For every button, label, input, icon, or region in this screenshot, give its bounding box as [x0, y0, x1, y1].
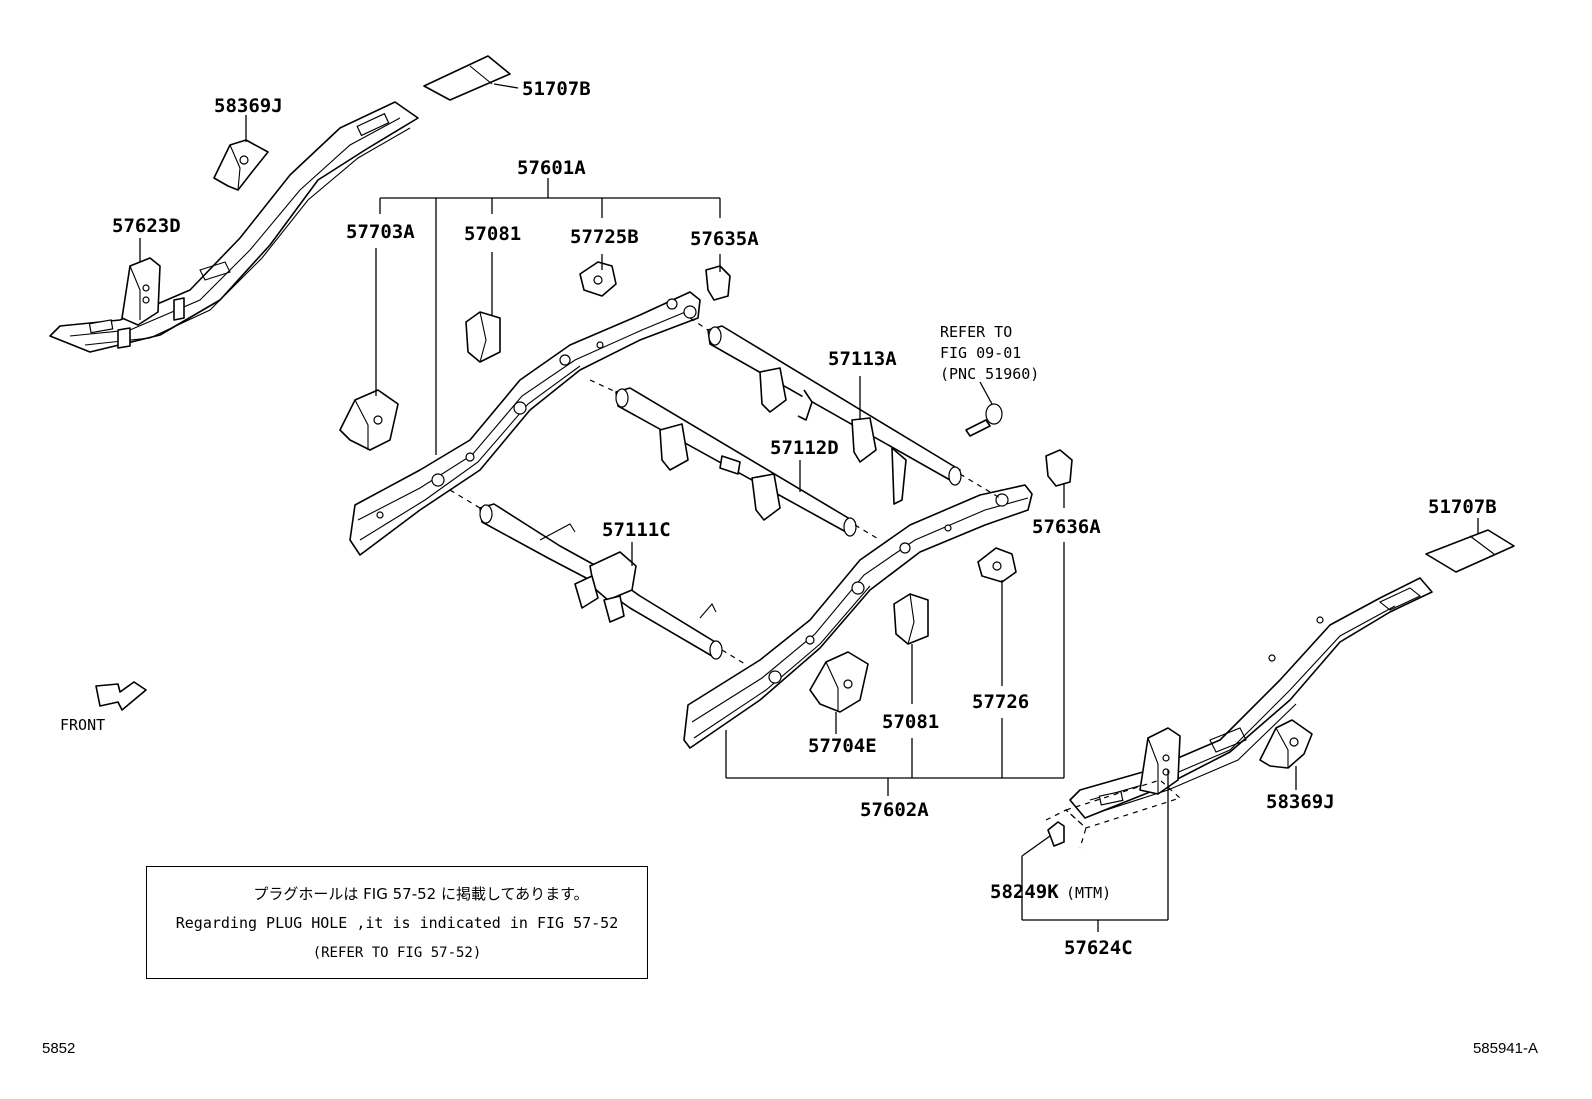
- refer-line-3: (PNC 51960): [940, 365, 1039, 383]
- label-57113a: 57113A: [828, 348, 897, 370]
- part-57081-bottom: [893, 593, 929, 645]
- part-57703a-bracket: [339, 389, 399, 451]
- front-indicator: FRONT: [60, 681, 147, 734]
- part-58249k-plate: [1047, 821, 1065, 847]
- part-57602a-right-rail: [683, 484, 1033, 749]
- part-57111c-crossmember: [449, 489, 746, 665]
- label-57624c: 57624C: [1064, 937, 1133, 959]
- part-57112d-crossmember: [589, 379, 881, 541]
- label-51707b-top: 51707B: [522, 78, 591, 100]
- part-57726-clip: [977, 547, 1017, 583]
- part-58369j-top: [213, 115, 269, 191]
- label-51707b-right: 51707B: [1428, 496, 1497, 518]
- label-57602a: 57602A: [860, 799, 929, 821]
- page-code-right: 585941-A: [1472, 1040, 1538, 1057]
- label-57623d: 57623D: [112, 215, 181, 237]
- label-58249k-suffix: (MTM): [1066, 884, 1111, 902]
- refer-to-note: REFER TO FIG 09-01 (PNC 51960): [940, 323, 1039, 405]
- label-57703a: 57703A: [346, 221, 415, 243]
- label-57111c: 57111C: [602, 519, 671, 541]
- part-57601a-left-rail: [349, 291, 701, 556]
- label-57081-bottom: 57081: [882, 711, 939, 733]
- label-57704e: 57704E: [808, 735, 877, 757]
- part-bolt-51960: [965, 403, 1003, 437]
- note-english: Regarding PLUG HOLE ,it is indicated in …: [175, 914, 619, 932]
- plug-hole-note-box: プラグホールは FIG 57-52 に掲載してあります。 Regarding P…: [146, 866, 648, 979]
- note-japanese: プラグホールは FIG 57-52 に掲載してあります。: [253, 885, 589, 903]
- part-57725b-clip: [579, 261, 617, 297]
- part-51707b-right: [1425, 518, 1515, 573]
- part-57623d-rail: [49, 101, 419, 353]
- page-code-left: 5852: [42, 1040, 76, 1057]
- part-57113a-crossmember: [689, 317, 1001, 505]
- front-arrow-icon: [95, 681, 147, 711]
- label-57725b: 57725B: [570, 226, 639, 248]
- part-57081-top: [465, 311, 501, 363]
- refer-line-1: REFER TO: [940, 323, 1012, 341]
- label-57636a: 57636A: [1032, 516, 1101, 538]
- label-57635a: 57635A: [690, 228, 759, 250]
- label-58369j-top: 58369J: [214, 95, 283, 117]
- part-57624c-rail: [1045, 577, 1433, 849]
- refer-line-2: FIG 09-01: [940, 344, 1021, 362]
- front-label: FRONT: [60, 716, 105, 734]
- part-51707b-top: [423, 55, 519, 101]
- part-labels: 51707B 58369J 57601A 57623D 57703A 57081…: [112, 78, 1497, 959]
- part-57636a-clip: [1045, 449, 1073, 487]
- note-reference: (REFER TO FIG 57-52): [312, 945, 482, 961]
- part-58369j-right: [1259, 719, 1313, 769]
- leader-lines: [375, 178, 1297, 932]
- part-57635a-clip: [705, 265, 731, 301]
- part-57704e-bracket: [809, 651, 869, 713]
- label-58249k: 58249K: [990, 881, 1059, 903]
- label-57081-top: 57081: [464, 223, 521, 245]
- label-57726: 57726: [972, 691, 1029, 713]
- label-57112d: 57112D: [770, 437, 839, 459]
- label-58369j-right: 58369J: [1266, 791, 1335, 813]
- label-57601a: 57601A: [517, 157, 586, 179]
